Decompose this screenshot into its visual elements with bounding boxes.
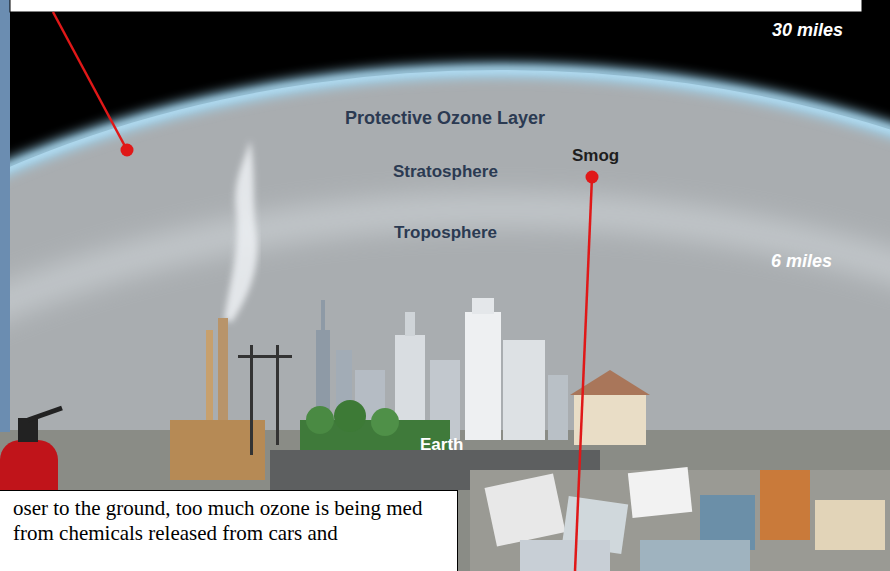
leader-line [575,177,592,571]
top-callout-box [10,0,862,12]
factory [238,355,266,358]
earth-label: Earth [420,435,463,455]
city-skyline [548,375,568,440]
callout-text: oser to the ground, too much ozone is be… [13,496,449,546]
text-callout-box: oser to the ground, too much ozone is be… [0,490,458,571]
leader-line [575,171,599,571]
left-strip [0,0,10,432]
atmosphere-band [0,210,890,571]
layer-label: Stratosphere [393,162,498,182]
consumer-products [485,473,566,546]
fire-extinguisher [18,418,38,442]
atmosphere-band [0,70,890,571]
consumer-products [628,467,692,518]
leader-line [53,12,127,150]
altitude-label: 30 miles [772,20,843,41]
altitude-label: 6 miles [771,251,832,272]
top-callout-box [10,0,862,12]
city-skyline [334,400,366,432]
leader-line [121,144,134,157]
city-skyline [574,395,646,445]
city-skyline [306,406,334,434]
layer-label: Protective Ozone Layer [345,108,545,129]
atmosphere-band [0,70,890,571]
atmosphere-band [0,70,890,571]
factory [250,345,253,455]
smoke-plume [224,140,257,322]
leader-line [53,12,134,157]
city-skyline [371,408,399,436]
left-strip [0,0,10,432]
leader-line [586,171,599,184]
layer-label: Troposphere [394,223,497,243]
consumer-products [815,500,885,550]
fire-extinguisher [28,408,62,420]
smoke-plume [224,140,257,322]
consumer-products [760,470,810,540]
city-skyline [321,300,325,330]
factory [276,345,279,445]
factory [264,355,292,358]
consumer-products [640,540,750,571]
city-skyline [503,340,545,440]
factory [170,318,292,480]
city-skyline [472,298,494,314]
consumer-products [470,467,890,571]
smog-label: Smog [572,146,619,166]
city-skyline [405,312,415,336]
city-skyline [465,312,501,440]
consumer-products [520,540,610,571]
atmosphere-band [0,70,890,571]
